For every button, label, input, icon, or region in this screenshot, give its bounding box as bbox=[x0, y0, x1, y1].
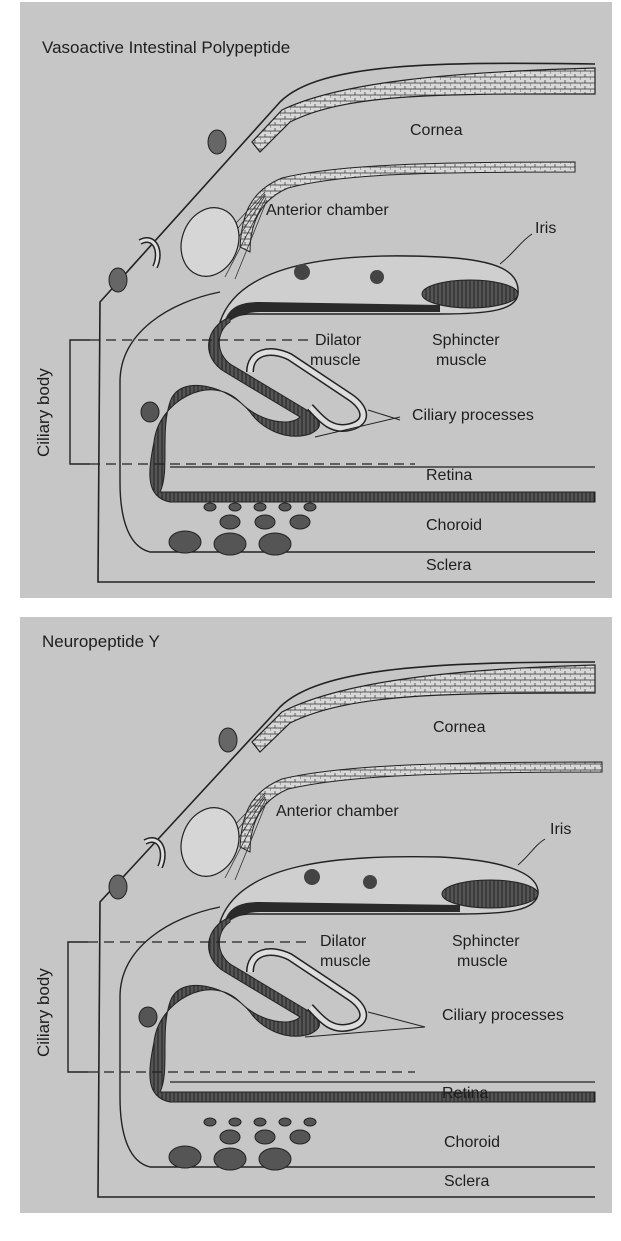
label-anterior-chamber: Anterior chamber bbox=[266, 202, 389, 220]
choroid-cells bbox=[169, 503, 316, 555]
sphincter-muscle bbox=[422, 280, 518, 308]
outer-outline bbox=[98, 662, 595, 1197]
label-dilator-2: muscle bbox=[320, 953, 371, 971]
label-ciliary-processes: Ciliary processes bbox=[442, 1007, 564, 1025]
panel-npy: Neuropeptide Y Cornea Anterior chamber I… bbox=[20, 617, 612, 1213]
panel-vip: Vasoactive Intestinal Polypeptide Cornea… bbox=[20, 2, 612, 598]
label-retina: Retina bbox=[426, 467, 472, 485]
choroid-cells bbox=[169, 1118, 316, 1170]
label-sclera: Sclera bbox=[444, 1173, 489, 1191]
label-dilator-1: Dilator bbox=[315, 332, 361, 350]
ciliary-body-bracket bbox=[70, 340, 90, 464]
label-anterior-chamber: Anterior chamber bbox=[276, 803, 399, 821]
label-sphincter-2: muscle bbox=[457, 953, 508, 971]
label-iris: Iris bbox=[535, 220, 556, 238]
label-sphincter-2: muscle bbox=[436, 352, 487, 370]
label-retina: Retina bbox=[442, 1085, 488, 1103]
label-dilator-2: muscle bbox=[310, 352, 361, 370]
label-choroid: Choroid bbox=[444, 1134, 500, 1152]
panel-title: Vasoactive Intestinal Polypeptide bbox=[42, 38, 290, 58]
outer-outline bbox=[98, 63, 595, 582]
label-ciliary-processes: Ciliary processes bbox=[412, 407, 534, 425]
label-ciliary-body: Ciliary body bbox=[34, 968, 54, 1057]
label-sphincter-1: Sphincter bbox=[432, 332, 500, 350]
sphincter-muscle bbox=[442, 880, 538, 908]
panel-title: Neuropeptide Y bbox=[42, 632, 160, 652]
label-iris: Iris bbox=[550, 821, 571, 839]
schlemm-canal bbox=[172, 200, 249, 285]
label-cornea: Cornea bbox=[410, 122, 462, 140]
label-choroid: Choroid bbox=[426, 517, 482, 535]
label-sclera: Sclera bbox=[426, 557, 471, 575]
label-ciliary-body: Ciliary body bbox=[34, 368, 54, 457]
label-sphincter-1: Sphincter bbox=[452, 933, 520, 951]
eye-anatomy-drawing bbox=[20, 617, 612, 1213]
label-dilator-1: Dilator bbox=[320, 933, 366, 951]
ciliary-body-bracket bbox=[68, 942, 88, 1072]
label-cornea: Cornea bbox=[433, 719, 485, 737]
cornea-band bbox=[252, 665, 595, 752]
eye-anatomy-drawing bbox=[20, 2, 612, 598]
